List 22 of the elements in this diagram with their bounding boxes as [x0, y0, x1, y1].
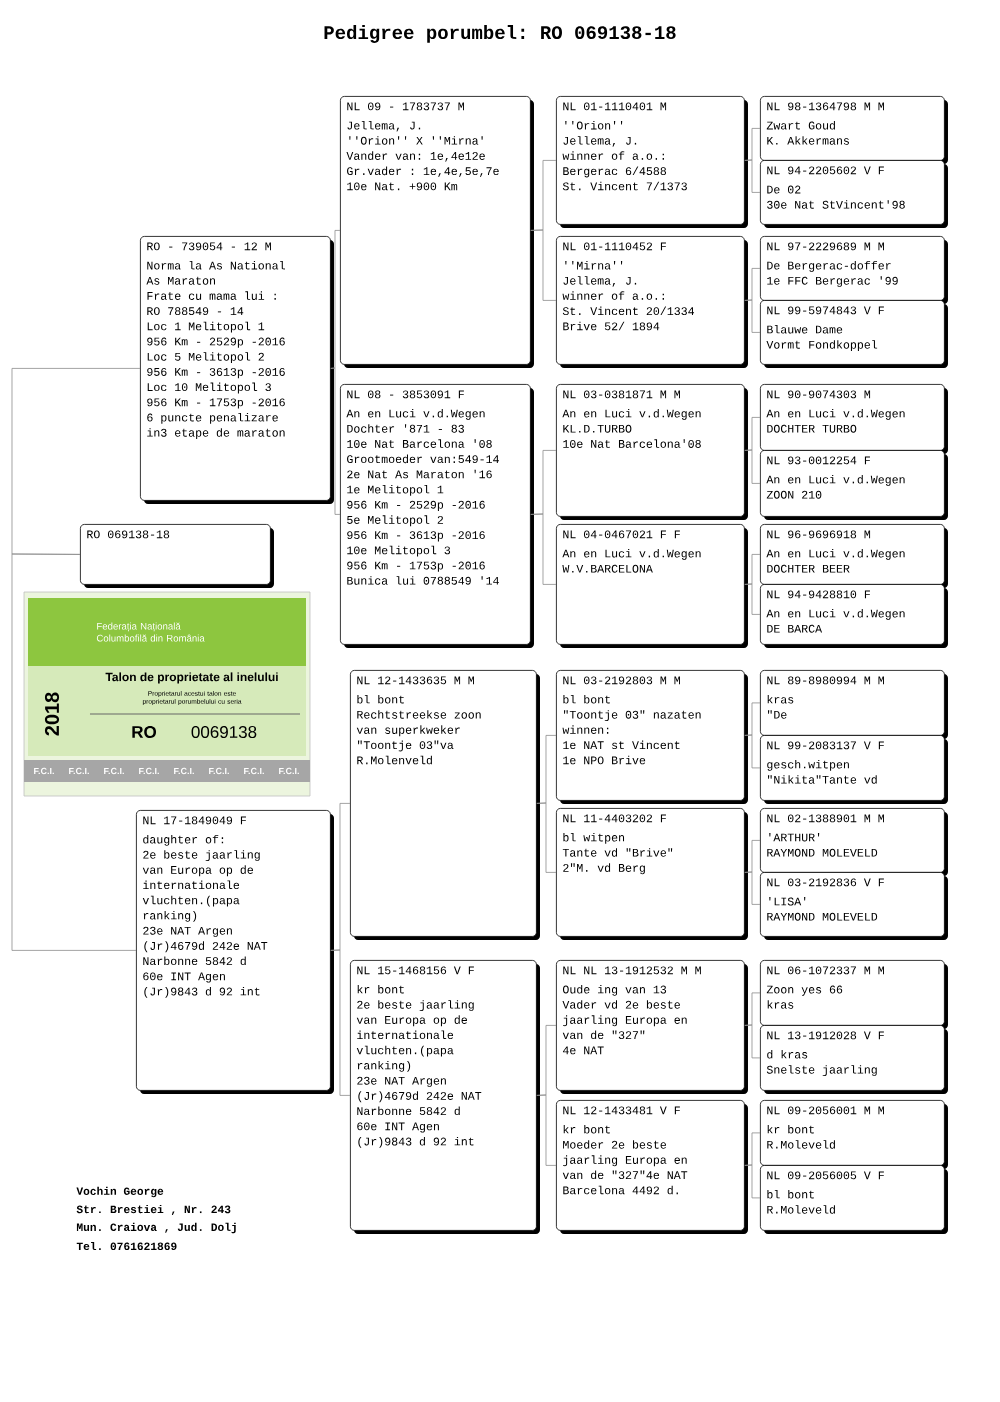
connector-line	[11, 553, 137, 951]
connector-line	[744, 871, 761, 905]
connector-line	[744, 583, 761, 615]
connector-line	[11, 368, 141, 555]
connector-line	[744, 449, 761, 484]
connector-line	[330, 367, 341, 515]
connector-line	[744, 1164, 761, 1199]
connector-line	[744, 299, 761, 333]
connector-line	[536, 1094, 557, 1166]
connector-line	[744, 734, 761, 769]
connector-line	[744, 1024, 761, 1059]
connector-line	[530, 513, 557, 585]
connector-line	[530, 229, 557, 301]
connector-line	[744, 268, 761, 301]
title: Pedigree porumbel: RO 069138-18	[324, 25, 676, 43]
ring-number: 0069138	[191, 726, 257, 738]
connector-line	[330, 949, 351, 1096]
connector-line	[536, 802, 557, 873]
year-label: 2018	[44, 692, 60, 736]
connector-line	[330, 230, 341, 369]
connector-line	[744, 159, 761, 193]
country-code: RO	[132, 726, 157, 738]
